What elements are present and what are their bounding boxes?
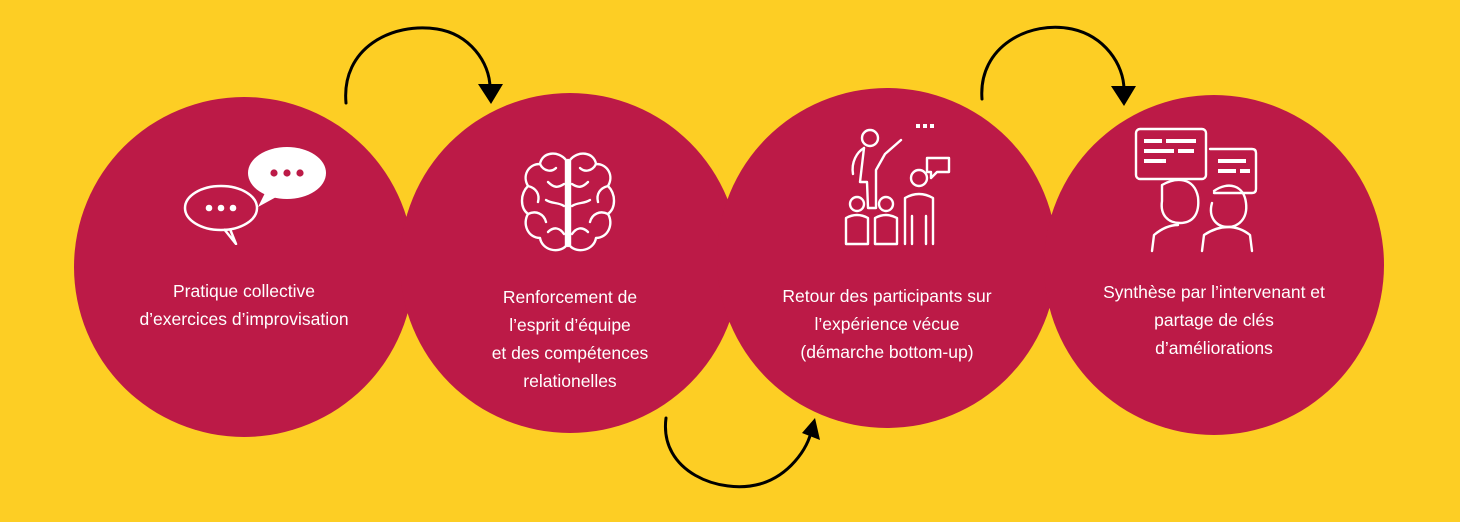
step-2-label: Renforcement de l’esprit d’équipe et des…	[491, 287, 649, 391]
arrowhead-1-2	[478, 84, 503, 104]
arrowhead-3-4	[1111, 86, 1136, 106]
arrowhead-2-3	[802, 418, 820, 440]
step-3-label: Retour des participants sur l’expérience…	[782, 286, 992, 362]
step-1-circle: Pratique collective d’exercices d’improv…	[74, 97, 414, 437]
step-4-circle: Synthèse par l’intervenant et partage de…	[1044, 95, 1384, 435]
people-discussion-icon	[1134, 127, 1258, 253]
speech-bubbles-icon	[183, 147, 326, 245]
step-4-label: Synthèse par l’intervenant et partage de…	[1103, 282, 1325, 358]
arrow-1-2	[344, 26, 492, 105]
brain-icon	[520, 152, 616, 252]
step-2-circle: Renforcement de l’esprit d’équipe et des…	[400, 93, 740, 433]
step-3-circle: Retour des participants sur l’expérience…	[717, 88, 1057, 428]
arrow-3-4	[980, 25, 1126, 101]
step-1-label: Pratique collective d’exercices d’improv…	[139, 281, 349, 329]
arrow-2-3	[664, 416, 814, 489]
presenter-audience-icon	[844, 124, 951, 246]
